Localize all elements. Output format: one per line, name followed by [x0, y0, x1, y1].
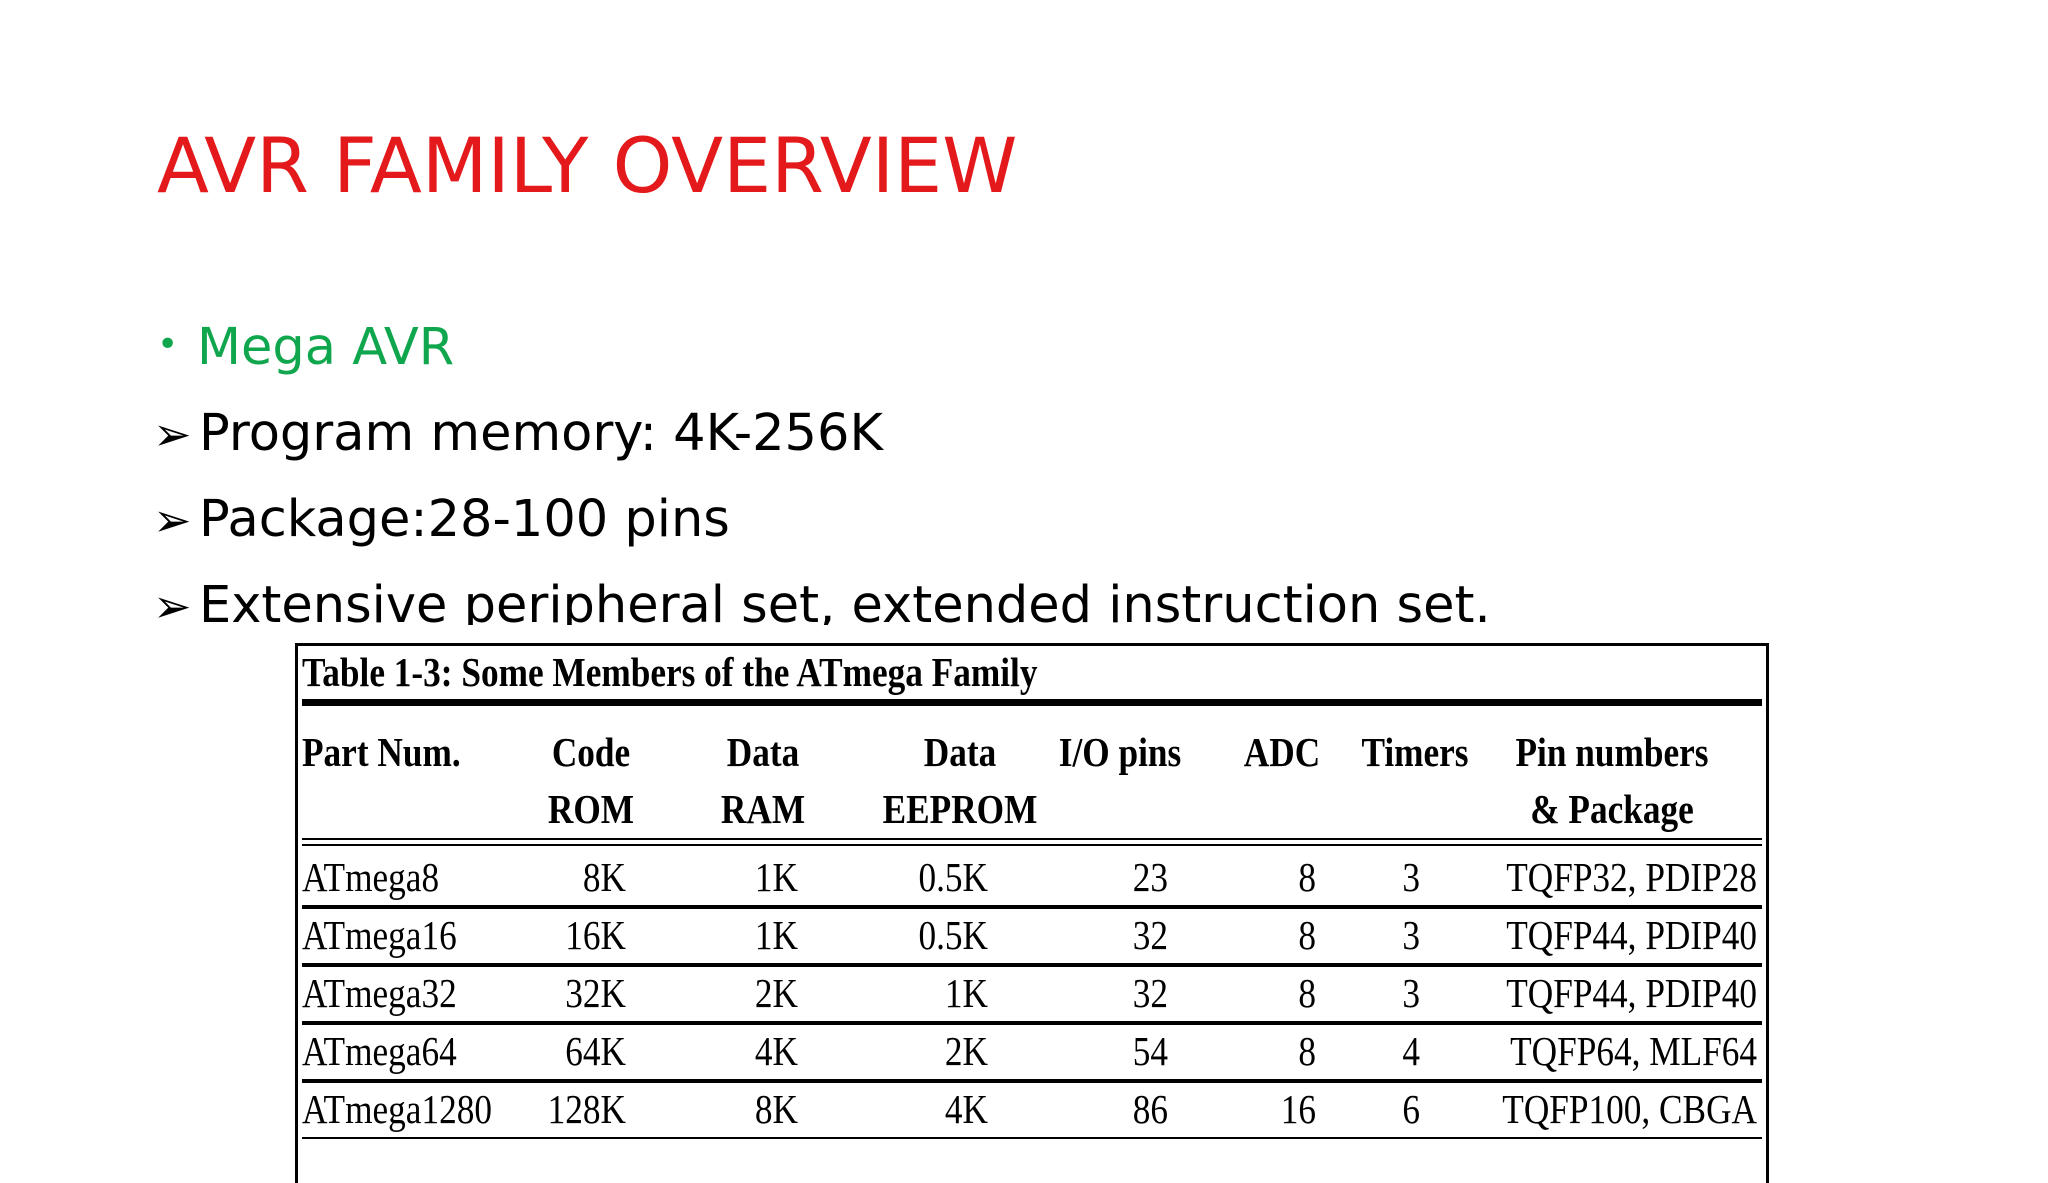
- cell-io-pins: 32: [1132, 912, 1168, 958]
- point-text: Package:28-100 pins: [199, 490, 730, 549]
- cell-pin-package: TQFP100, CBGA: [1502, 1086, 1757, 1132]
- cell-data-eeprom: 0.5K: [918, 854, 988, 900]
- header-timers-line1: Timers: [1361, 729, 1469, 775]
- cell-pin-package: TQFP44, PDIP40: [1506, 970, 1757, 1016]
- cell-data-ram: 1K: [754, 854, 798, 900]
- arrow-bullet-icon: ➢: [157, 407, 192, 461]
- row-rule: [302, 1021, 1762, 1025]
- row-rule: [302, 905, 1762, 909]
- cell-io-pins: 86: [1132, 1086, 1168, 1132]
- header-code-rom-line1: Code: [551, 729, 631, 775]
- cell-code-rom: 64K: [565, 1028, 626, 1074]
- point-peripherals: ➢Extensive peripheral set, extended inst…: [157, 580, 1491, 625]
- cell-data-eeprom: 4K: [944, 1086, 988, 1132]
- cell-pin-package: TQFP44, PDIP40: [1506, 912, 1757, 958]
- cell-data-ram: 8K: [754, 1086, 798, 1132]
- cell-timers: 3: [1402, 912, 1420, 958]
- row-rule: [302, 963, 1762, 967]
- slide: AVR FAMILY OVERVIEW •Mega AVR ➢Program m…: [157, 0, 1957, 1183]
- arrow-bullet-icon: ➢: [157, 493, 192, 547]
- cell-adc: 8: [1298, 854, 1316, 900]
- cell-timers: 4: [1402, 1028, 1420, 1074]
- cell-part-num: ATmega64: [302, 1028, 457, 1074]
- cell-part-num: ATmega8: [302, 854, 440, 900]
- bullet-dot-icon: •: [157, 324, 179, 365]
- header-rule-top: [302, 838, 1762, 840]
- row-rule: [302, 1079, 1762, 1083]
- header-part-num-line1: Part Num.: [302, 729, 461, 775]
- cell-code-rom: 8K: [582, 854, 626, 900]
- cell-data-ram: 1K: [754, 912, 798, 958]
- header-adc-line1: ADC: [1243, 729, 1321, 775]
- cell-code-rom: 16K: [565, 912, 626, 958]
- cell-adc: 16: [1280, 1086, 1316, 1132]
- header-data-ram-line2: RAM: [720, 786, 806, 832]
- slide-title: AVR FAMILY OVERVIEW: [157, 121, 1018, 210]
- cell-part-num: ATmega16: [302, 912, 457, 958]
- bullet-list: •Mega AVR ➢Program memory: 4K-256K ➢Pack…: [157, 0, 1957, 625]
- cell-data-eeprom: 2K: [944, 1028, 988, 1074]
- header-io-pins-line1: I/O pins: [1058, 729, 1182, 775]
- row-rule: [302, 1137, 1762, 1139]
- cell-data-eeprom: 1K: [944, 970, 988, 1016]
- header-data-eeprom-line1: Data: [923, 729, 997, 775]
- cell-adc: 8: [1298, 1028, 1316, 1074]
- point-package: ➢Package:28-100 pins: [157, 494, 730, 545]
- cell-code-rom: 32K: [565, 970, 626, 1016]
- point-program-memory: ➢Program memory: 4K-256K: [157, 408, 883, 459]
- cell-io-pins: 54: [1132, 1028, 1168, 1074]
- cell-data-ram: 2K: [754, 970, 798, 1016]
- cell-pin-package: TQFP64, MLF64: [1510, 1028, 1757, 1074]
- header-rule-bottom: [302, 844, 1762, 846]
- atmega-table-image: Table 1-3: Some Members of the ATmega Fa…: [295, 643, 1769, 1183]
- header-pin-package-line1: Pin numbers: [1515, 729, 1709, 775]
- cell-data-ram: 4K: [754, 1028, 798, 1074]
- bullet-text: Mega AVR: [197, 318, 455, 377]
- header-pin-package-line2: & Package: [1530, 786, 1694, 832]
- cell-code-rom: 128K: [547, 1086, 626, 1132]
- cell-data-eeprom: 0.5K: [918, 912, 988, 958]
- cell-adc: 8: [1298, 912, 1316, 958]
- bullet-mega-avr: •Mega AVR: [157, 322, 454, 373]
- header-data-ram-line1: Data: [726, 729, 800, 775]
- cell-io-pins: 23: [1132, 854, 1168, 900]
- point-text: Extensive peripheral set, extended instr…: [199, 576, 1491, 625]
- table-caption: Table 1-3: Some Members of the ATmega Fa…: [302, 649, 1038, 695]
- point-text: Program memory: 4K-256K: [199, 404, 883, 463]
- cell-timers: 6: [1402, 1086, 1420, 1132]
- cell-timers: 3: [1402, 970, 1420, 1016]
- header-code-rom-line2: ROM: [547, 786, 635, 832]
- cell-part-num: ATmega32: [302, 970, 457, 1016]
- cell-timers: 3: [1402, 854, 1420, 900]
- arrow-bullet-icon: ➢: [157, 579, 192, 625]
- header-data-eeprom-line2: EEPROM: [882, 786, 1038, 832]
- caption-rule: [302, 699, 1762, 706]
- cell-pin-package: TQFP32, PDIP28: [1506, 854, 1757, 900]
- cell-part-num: ATmega1280: [302, 1086, 492, 1132]
- cell-adc: 8: [1298, 970, 1316, 1016]
- cell-io-pins: 32: [1132, 970, 1168, 1016]
